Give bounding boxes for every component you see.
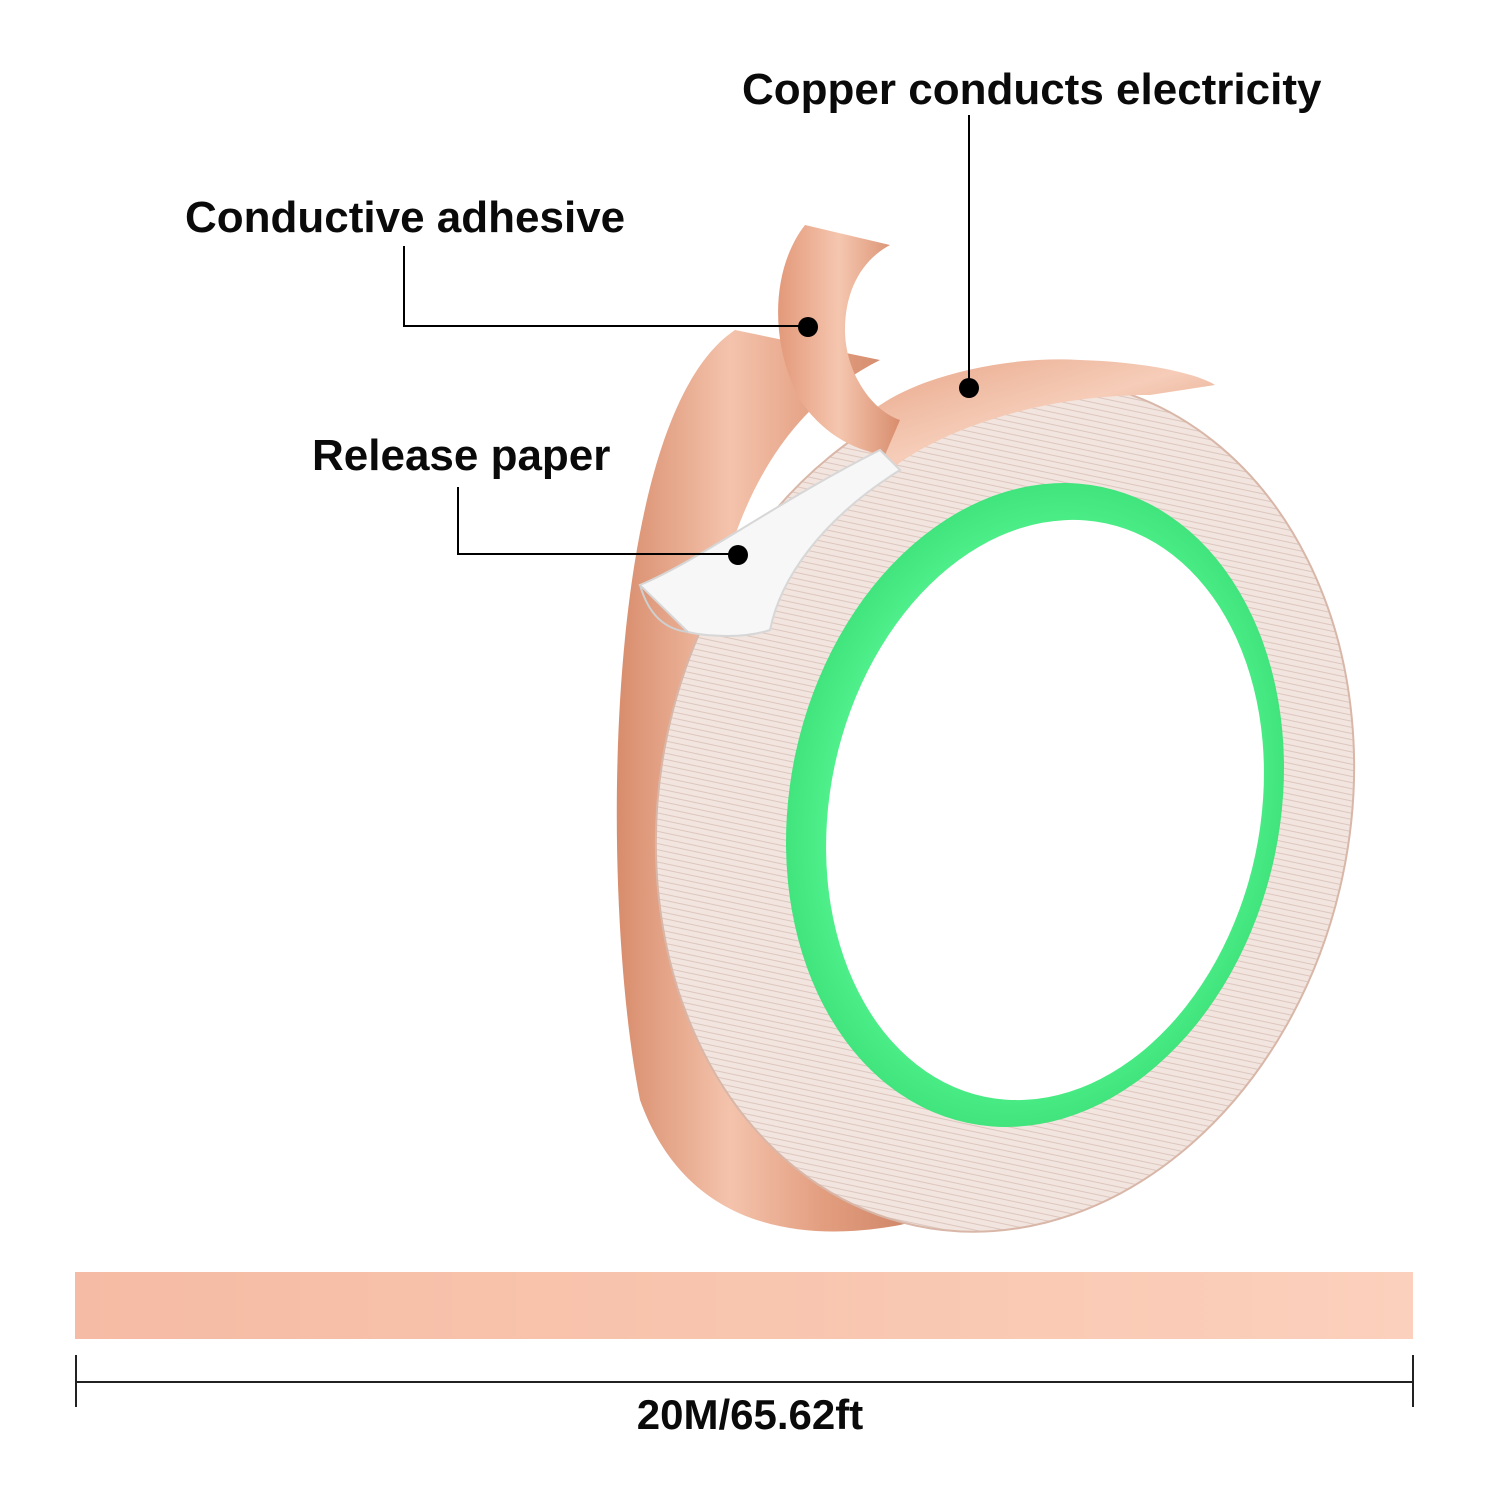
- callout-lines: [403, 115, 970, 555]
- callout-dot-release: [728, 545, 748, 565]
- core-hole: [826, 519, 1264, 1101]
- copper-flap: [778, 225, 900, 455]
- callout-line-release: [457, 487, 737, 555]
- label-conductive-adhesive: Conductive adhesive: [185, 193, 626, 242]
- callout-line-adhesive: [403, 246, 807, 327]
- label-copper-conducts: Copper conducts electricity: [742, 65, 1322, 114]
- callout-dots: [728, 317, 979, 565]
- release-paper: [638, 448, 902, 637]
- callout-dot-copper: [959, 378, 979, 398]
- dimension-line: [75, 1355, 1414, 1407]
- label-length: 20M/65.62ft: [636, 1391, 864, 1438]
- copper-top-band: [861, 359, 1215, 470]
- label-release-paper: Release paper: [312, 431, 611, 480]
- unrolled-copper-strip: [75, 1272, 1413, 1339]
- tape-roll: [616, 225, 1356, 1233]
- callout-dot-adhesive: [798, 317, 818, 337]
